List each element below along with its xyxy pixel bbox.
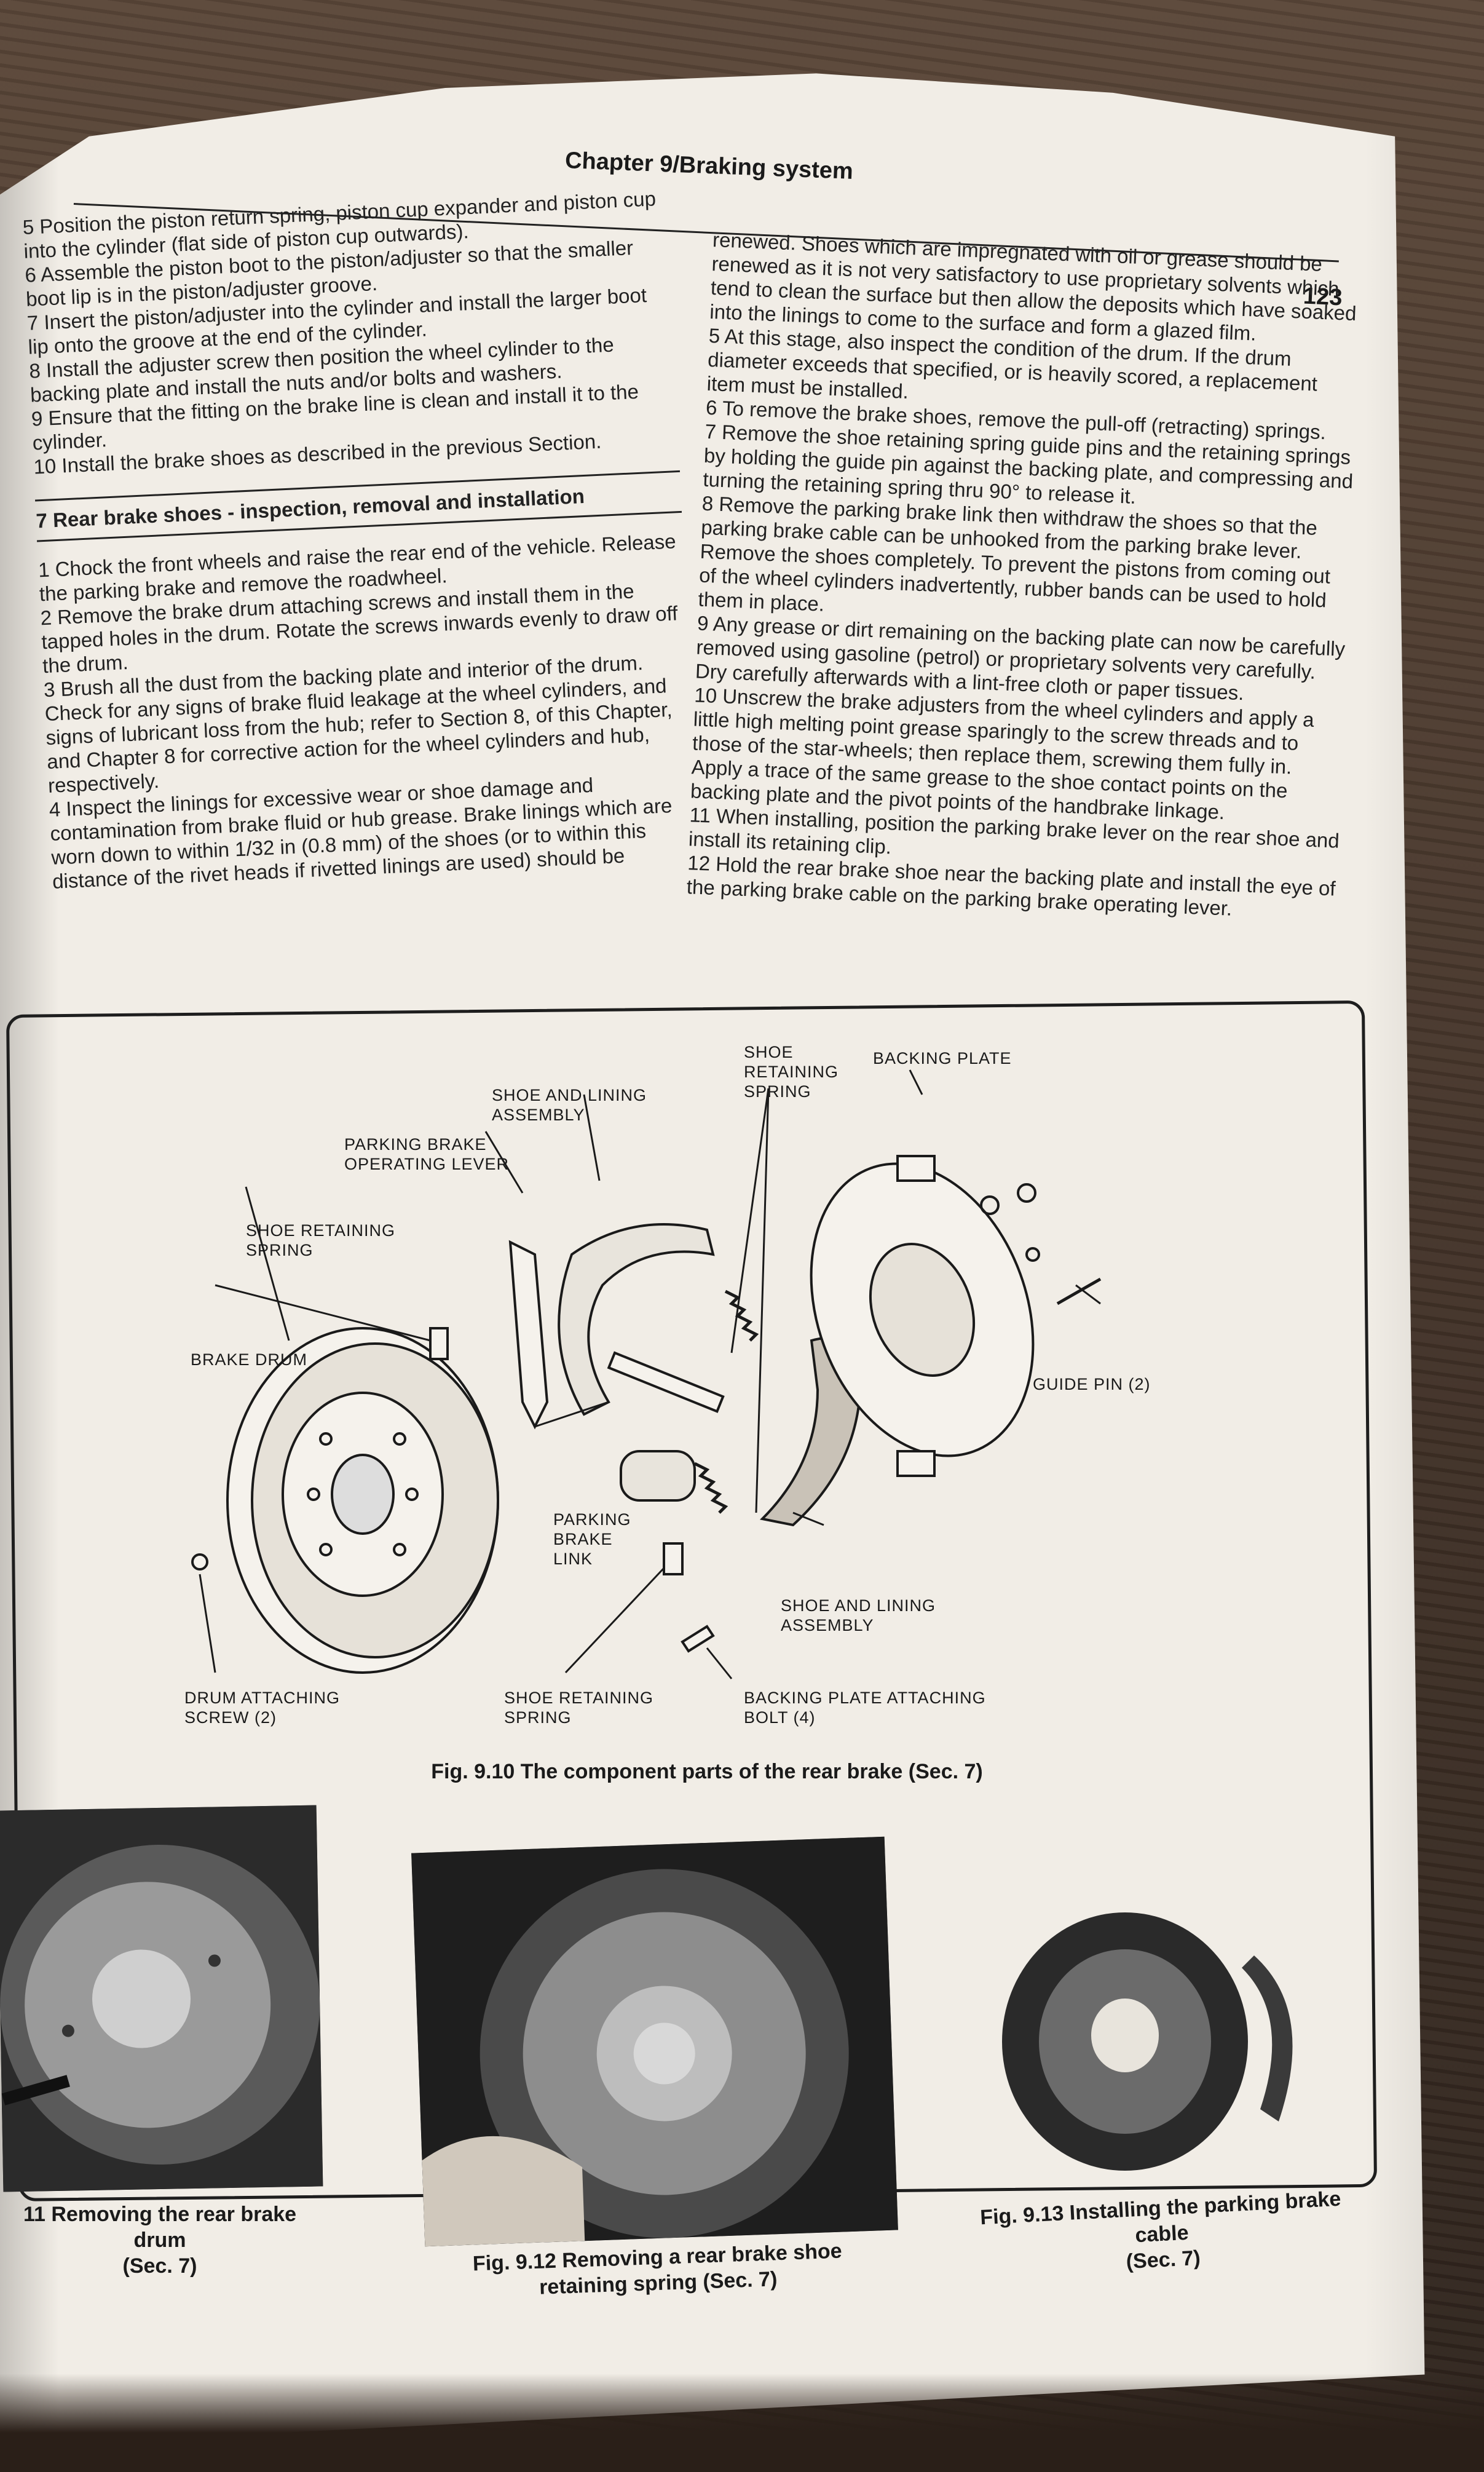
parking-brake-link-drawing	[607, 1351, 725, 1413]
label-parking-brake-link: LINK	[553, 1550, 593, 1568]
label-backing-plate-attaching-bolt: BOLT (4)	[744, 1708, 816, 1727]
label-shoe-retaining-spring-top: SHOE	[744, 1043, 794, 1061]
label-shoe-lining-assembly-top: SHOE AND LINING	[492, 1086, 647, 1104]
washer-drawing	[1025, 1247, 1040, 1262]
caption-line: (Sec. 7)	[122, 2254, 197, 2278]
label-parking-brake-link: PARKING	[553, 1510, 631, 1529]
label-parking-brake-link: BRAKE	[553, 1530, 613, 1548]
photo-removing-retaining-spring	[411, 1836, 898, 2247]
exploded-brake-diagram: SHOE RETAINING SPRING BACKING PLATE SHOE…	[184, 1043, 1151, 1727]
brake-shoe-drawing	[558, 1223, 715, 1416]
label-guide-pin: GUIDE PIN (2)	[1033, 1375, 1151, 1393]
operating-lever-drawing	[508, 1240, 549, 1430]
label-drum-attaching-screw: SCREW (2)	[184, 1708, 277, 1727]
label-brake-drum: BRAKE DRUM	[191, 1350, 307, 1369]
section-heading: 7 Rear brake shoes - inspection, removal…	[35, 470, 682, 542]
backing-plate-drawing	[810, 1155, 1035, 1477]
label-shoe-retaining-spring-top: SPRING	[744, 1082, 811, 1101]
label-shoe-retaining-spring-left: SHOE RETAINING	[246, 1221, 395, 1240]
figure-caption-9-10: Fig. 9.10 The component parts of the rea…	[431, 1760, 983, 1783]
label-shoe-retaining-spring-bottom: SHOE RETAINING	[504, 1689, 653, 1707]
retracting-spring-drawing	[724, 1289, 759, 1342]
page-bottom-edge	[0, 2374, 1484, 2472]
photo-removing-drum	[0, 1805, 323, 2192]
figure-caption-9-11: 11 Removing the rear brake drum (Sec. 7)	[0, 2201, 320, 2279]
adjuster-drawing	[620, 1450, 696, 1502]
drum-screw-drawing	[191, 1553, 208, 1571]
washer-drawing	[980, 1195, 1000, 1215]
left-text-column: 5 Position the piston return spring, pis…	[22, 186, 698, 893]
guide-pin-drawing	[1056, 1277, 1102, 1305]
label-shoe-retaining-spring-bottom: SPRING	[504, 1708, 572, 1727]
label-parking-brake-operating-lever: PARKING BRAKE	[344, 1135, 487, 1154]
caption-line: 11 Removing the rear brake drum	[23, 2203, 297, 2252]
retaining-spring-drawing	[663, 1542, 684, 1575]
label-shoe-retaining-spring-left: SPRING	[246, 1241, 314, 1259]
label-shoe-lining-assembly-bottom: ASSEMBLY	[781, 1616, 874, 1634]
label-parking-brake-operating-lever: OPERATING LEVER	[344, 1155, 509, 1173]
label-backing-plate: BACKING PLATE	[873, 1049, 1012, 1068]
retaining-spring-drawing	[429, 1327, 449, 1360]
washer-drawing	[1017, 1183, 1036, 1203]
label-shoe-lining-assembly-bottom: SHOE AND LINING	[781, 1596, 936, 1615]
label-shoe-lining-assembly-top: ASSEMBLY	[492, 1106, 585, 1124]
label-shoe-retaining-spring-top: RETAINING	[744, 1063, 839, 1081]
right-text-column: renewed. Shoes which are impregnated wit…	[686, 228, 1364, 925]
retracting-spring-drawing	[693, 1462, 728, 1514]
label-backing-plate-attaching-bolt: BACKING PLATE ATTACHING	[744, 1689, 986, 1707]
brake-drum-drawing	[226, 1327, 499, 1674]
photo-installing-parking-cable	[971, 1900, 1340, 2183]
label-drum-attaching-screw: DRUM ATTACHING	[184, 1689, 340, 1707]
attaching-bolt-drawing	[681, 1625, 715, 1653]
